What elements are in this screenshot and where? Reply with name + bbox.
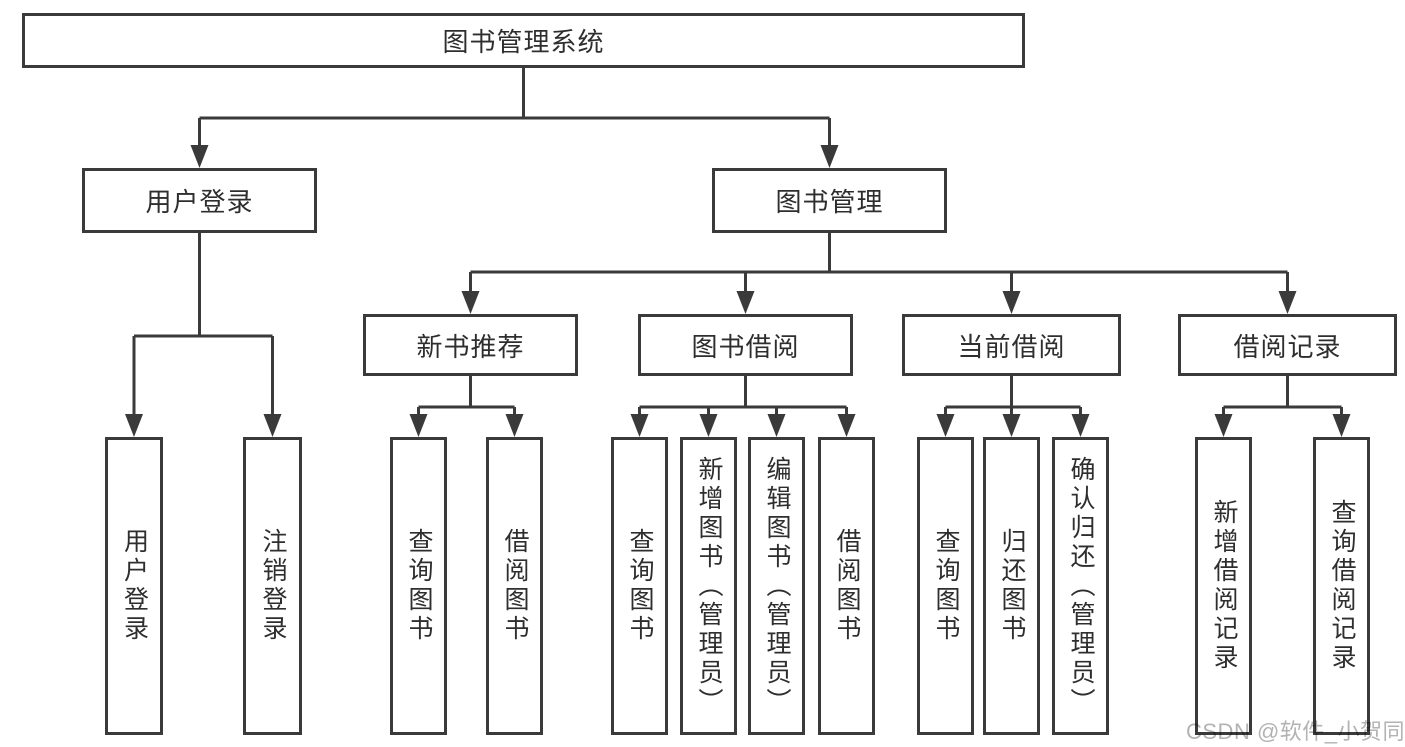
leaf-query-books-borrowing: 查询图书 xyxy=(611,437,668,735)
csdn-watermark: CSDN @软件_小贺同学 xyxy=(1186,719,1405,744)
node-label: 编辑图书（管理员） xyxy=(763,455,791,717)
leaf-logout: 注销登录 xyxy=(243,437,302,735)
leaf-borrow-books-borrowing: 借阅图书 xyxy=(818,437,875,735)
leaf-edit-book-admin: 编辑图书（管理员） xyxy=(748,437,805,735)
node-book-borrowing: 图书借阅 xyxy=(638,314,853,376)
node-label: 注销登录 xyxy=(259,528,287,644)
leaf-add-borrowing-record: 新增借阅记录 xyxy=(1195,437,1252,735)
node-label: 查询借阅记录 xyxy=(1328,499,1356,673)
leaf-add-book-admin: 新增图书（管理员） xyxy=(680,437,737,735)
node-label: 借阅图书 xyxy=(501,528,529,644)
leaf-return-books: 归还图书 xyxy=(983,437,1040,735)
node-label: 图书管理系统 xyxy=(442,27,605,57)
node-label: 查询图书 xyxy=(405,528,433,644)
node-label: 图书借阅 xyxy=(691,331,800,362)
leaf-confirm-return-admin: 确认归还（管理员） xyxy=(1052,437,1109,735)
node-label: 查询图书 xyxy=(932,528,960,644)
node-current-borrowing: 当前借阅 xyxy=(902,314,1121,376)
leaf-user-login: 用户登录 xyxy=(105,437,163,735)
node-borrowing-records: 借阅记录 xyxy=(1178,314,1397,376)
leaf-query-books-recommend: 查询图书 xyxy=(390,437,447,735)
leaf-query-borrowing-record: 查询借阅记录 xyxy=(1313,437,1370,735)
node-label: 归还图书 xyxy=(998,528,1026,644)
node-label: 用户登录 xyxy=(120,528,149,644)
node-label: 新增借阅记录 xyxy=(1210,499,1238,673)
leaf-borrow-books-recommend: 借阅图书 xyxy=(486,437,543,735)
node-library-management-system: 图书管理系统 xyxy=(22,13,1025,68)
node-label: 新书推荐 xyxy=(416,331,525,362)
node-label: 用户登录 xyxy=(145,187,254,217)
node-label: 确认归还（管理员） xyxy=(1067,455,1095,717)
node-user-login: 用户登录 xyxy=(82,168,317,233)
node-label: 图书管理 xyxy=(775,187,884,217)
node-new-book-recommendation: 新书推荐 xyxy=(363,314,578,376)
leaf-query-books-current: 查询图书 xyxy=(917,437,974,735)
node-label: 新增图书（管理员） xyxy=(695,455,723,717)
node-label: 当前借阅 xyxy=(957,331,1066,362)
node-label: 查询图书 xyxy=(626,528,654,644)
node-label: 借阅记录 xyxy=(1233,331,1342,362)
node-book-management: 图书管理 xyxy=(712,168,947,233)
node-label: 借阅图书 xyxy=(833,528,861,644)
